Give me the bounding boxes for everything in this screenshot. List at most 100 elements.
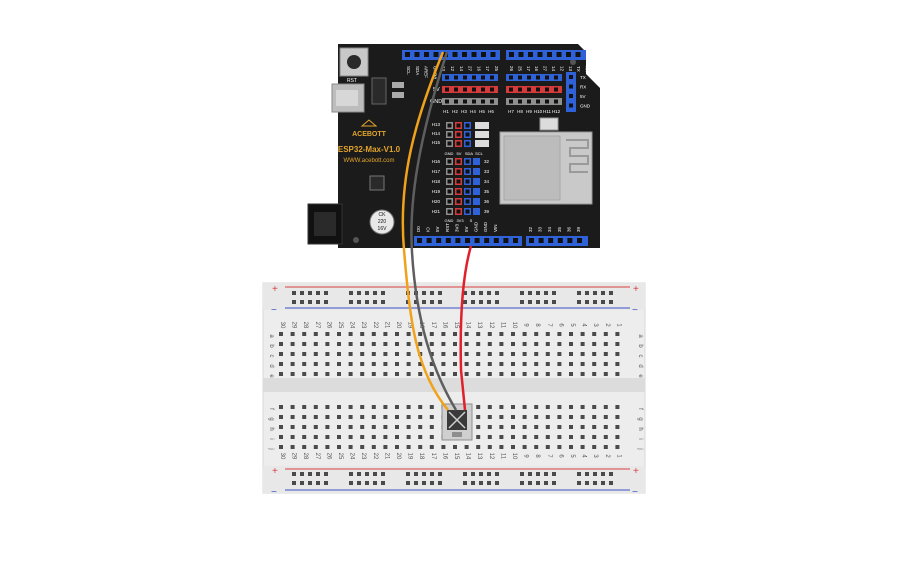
header-pin[interactable] bbox=[452, 52, 458, 57]
rail-hole[interactable] bbox=[520, 291, 524, 295]
breadboard-hole[interactable] bbox=[557, 342, 562, 346]
rail-pin[interactable] bbox=[454, 99, 458, 104]
breadboard-hole[interactable] bbox=[360, 372, 365, 376]
rail-pin[interactable] bbox=[445, 99, 449, 104]
breadboard-hole[interactable] bbox=[557, 415, 562, 419]
breadboard-hole[interactable] bbox=[406, 352, 411, 356]
breadboard-hole[interactable] bbox=[592, 362, 597, 366]
rail-hole[interactable] bbox=[357, 472, 361, 476]
rail-hole[interactable] bbox=[292, 481, 296, 485]
side-header[interactable] bbox=[566, 72, 576, 112]
breadboard-hole[interactable] bbox=[569, 352, 573, 356]
breadboard-hole[interactable] bbox=[371, 435, 376, 439]
sensor-rail-left[interactable] bbox=[442, 74, 498, 81]
header-pin[interactable] bbox=[455, 238, 461, 243]
breadboard-hole[interactable] bbox=[603, 435, 608, 439]
header-pin[interactable] bbox=[537, 52, 543, 57]
rail-hole[interactable] bbox=[544, 472, 548, 476]
rail-hole[interactable] bbox=[609, 472, 613, 476]
rail-hole[interactable] bbox=[520, 300, 524, 304]
rail-hole[interactable] bbox=[373, 472, 377, 476]
breadboard-hole[interactable] bbox=[313, 435, 318, 439]
breadboard-hole[interactable] bbox=[569, 342, 573, 346]
breadboard-hole[interactable] bbox=[580, 445, 585, 449]
breadboard-hole[interactable] bbox=[453, 352, 457, 356]
header-pin[interactable] bbox=[518, 52, 524, 57]
h-pin[interactable] bbox=[447, 179, 452, 184]
breadboard-hole[interactable] bbox=[569, 445, 573, 449]
h-pin[interactable] bbox=[447, 123, 452, 128]
breadboard-hole[interactable] bbox=[290, 405, 295, 409]
rail-pin[interactable] bbox=[527, 87, 531, 92]
rail-hole[interactable] bbox=[365, 300, 369, 304]
rail-hole[interactable] bbox=[577, 300, 581, 304]
rail-hole[interactable] bbox=[430, 300, 434, 304]
breadboard-hole[interactable] bbox=[592, 445, 597, 449]
breadboard-hole[interactable] bbox=[429, 405, 434, 409]
rail-pin[interactable] bbox=[509, 87, 513, 92]
breadboard-hole[interactable] bbox=[337, 445, 341, 449]
rail-pin[interactable] bbox=[490, 75, 494, 80]
breadboard-hole[interactable] bbox=[580, 342, 585, 346]
breadboard-hole[interactable] bbox=[487, 435, 492, 439]
breadboard-hole[interactable] bbox=[569, 372, 573, 376]
breadboard-hole[interactable] bbox=[499, 362, 504, 366]
breadboard-hole[interactable] bbox=[557, 352, 562, 356]
header-pin[interactable] bbox=[424, 52, 429, 57]
breadboard-hole[interactable] bbox=[325, 435, 330, 439]
rail-hole[interactable] bbox=[609, 481, 613, 485]
breadboard-hole[interactable] bbox=[290, 362, 295, 366]
breadboard-hole[interactable] bbox=[337, 352, 341, 356]
breadboard-hole[interactable] bbox=[406, 332, 411, 336]
header-pin[interactable] bbox=[556, 52, 562, 57]
rail-hole[interactable] bbox=[316, 300, 320, 304]
rail-hole[interactable] bbox=[487, 291, 491, 295]
rail-hole[interactable] bbox=[471, 300, 475, 304]
breadboard-hole[interactable] bbox=[290, 372, 295, 376]
breadboard-hole[interactable] bbox=[290, 435, 295, 439]
breadboard-hole[interactable] bbox=[383, 425, 388, 429]
breadboard-hole[interactable] bbox=[522, 445, 527, 449]
rail-hole[interactable] bbox=[463, 481, 467, 485]
breadboard-hole[interactable] bbox=[429, 362, 434, 366]
breadboard-hole[interactable] bbox=[603, 332, 608, 336]
breadboard-hole[interactable] bbox=[360, 435, 365, 439]
rail-hole[interactable] bbox=[479, 481, 483, 485]
breadboard-hole[interactable] bbox=[395, 435, 399, 439]
breadboard-hole[interactable] bbox=[464, 362, 469, 366]
breadboard-hole[interactable] bbox=[580, 425, 585, 429]
breadboard-hole[interactable] bbox=[279, 425, 283, 429]
breadboard-hole[interactable] bbox=[360, 352, 365, 356]
h-pin[interactable] bbox=[456, 179, 461, 184]
breadboard-hole[interactable] bbox=[313, 372, 318, 376]
rail-hole[interactable] bbox=[430, 481, 434, 485]
rail-hole[interactable] bbox=[601, 291, 605, 295]
rail-pin[interactable] bbox=[545, 75, 549, 80]
rail-pin[interactable] bbox=[527, 99, 531, 104]
header-pin[interactable] bbox=[490, 52, 496, 57]
rail-hole[interactable] bbox=[414, 481, 418, 485]
rail-hole[interactable] bbox=[308, 291, 312, 295]
rail-hole[interactable] bbox=[316, 291, 320, 295]
breadboard-hole[interactable] bbox=[325, 342, 330, 346]
breadboard-hole[interactable] bbox=[615, 332, 620, 336]
rail-hole[interactable] bbox=[292, 472, 296, 476]
breadboard-hole[interactable] bbox=[569, 435, 573, 439]
breadboard-hole[interactable] bbox=[348, 425, 353, 429]
rail-hole[interactable] bbox=[300, 300, 304, 304]
breadboard-hole[interactable] bbox=[476, 435, 481, 439]
breadboard-hole[interactable] bbox=[464, 445, 469, 449]
h-pin[interactable] bbox=[465, 132, 470, 137]
breadboard-hole[interactable] bbox=[371, 425, 376, 429]
breadboard-hole[interactable] bbox=[499, 405, 504, 409]
rail-pin[interactable] bbox=[472, 87, 476, 92]
rail-pin[interactable] bbox=[445, 75, 449, 80]
breadboard-hole[interactable] bbox=[615, 372, 620, 376]
breadboard-hole[interactable] bbox=[418, 415, 423, 419]
rail-hole[interactable] bbox=[349, 481, 353, 485]
breadboard-hole[interactable] bbox=[302, 362, 307, 366]
rail-hole[interactable] bbox=[544, 300, 548, 304]
rail-hole[interactable] bbox=[495, 472, 499, 476]
header-pin[interactable] bbox=[414, 52, 420, 57]
breadboard-hole[interactable] bbox=[464, 352, 469, 356]
